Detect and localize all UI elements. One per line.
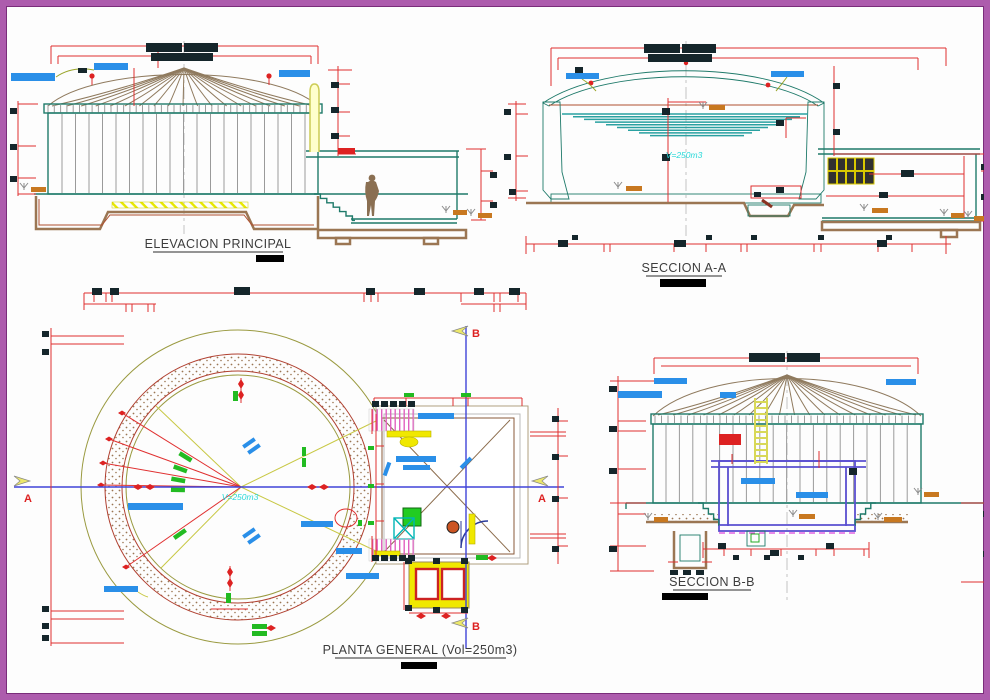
person-figure [365, 180, 379, 216]
door-leaf [468, 513, 476, 545]
arrow-markers [133, 379, 497, 631]
section-aa-title: SECCION A-A [642, 261, 727, 275]
vent-grid [827, 157, 875, 185]
steps-right [854, 502, 876, 526]
section-marker-b-bottom: B [472, 621, 480, 633]
footing [334, 236, 352, 246]
annotation-label-bars [11, 63, 984, 636]
ring-beam-ticks [47, 105, 314, 113]
left-wall-section [542, 101, 570, 200]
scale-bar [662, 593, 708, 600]
steps-left [698, 502, 720, 526]
footing [422, 236, 440, 246]
sump-pit [672, 531, 708, 570]
person-head [368, 174, 376, 182]
drain-outlet [750, 533, 760, 543]
section-bb-title: SECCION B-B [669, 575, 755, 589]
planta-general-view [13, 325, 564, 648]
section-marker-a-left: A [24, 493, 32, 505]
manhole-cover [399, 436, 419, 448]
vent-pipe [309, 83, 320, 152]
seccion-aa-view [526, 41, 982, 239]
room-subgrade [820, 220, 982, 232]
plant-symbols [19, 101, 973, 520]
section-marker-a-right: A [538, 493, 546, 505]
elevation-title: ELEVACION PRINCIPAL [145, 237, 292, 251]
water-surface [562, 113, 808, 137]
room-foundation-strip [316, 228, 468, 240]
right-wall-section [798, 101, 825, 200]
tank-drawing-canvas: ELEVACION PRINCIPAL SECCION A-A SECCION … [10, 41, 984, 669]
sump-grate [402, 507, 422, 527]
radius-dimension-fan [97, 410, 242, 570]
pipe-circle [334, 508, 358, 528]
valve-box [408, 561, 470, 609]
dome-vent-icon [89, 73, 95, 79]
ring-beam-ticks [654, 415, 916, 423]
plan-title: PLANTA GENERAL (Vol=250m3) [323, 643, 518, 657]
pump-symbol [446, 520, 460, 534]
elevation-principal-view [34, 41, 468, 246]
leader-line [55, 68, 95, 78]
stairs [314, 193, 355, 222]
dome-shell-section [542, 70, 825, 107]
footing [939, 228, 959, 239]
scale-bar [401, 662, 437, 669]
dome-vent-icon [266, 73, 272, 79]
landing-strip [386, 430, 432, 438]
dimension-text-blocks [10, 43, 984, 641]
drain-pipe [761, 198, 773, 209]
setout-lines [155, 405, 379, 569]
ladder [754, 398, 768, 464]
tank-wall-ribs [61, 114, 306, 193]
foundation-inner-line [38, 199, 314, 226]
dome-vent-icon [765, 82, 771, 88]
dome-outline [47, 74, 319, 107]
scale-bar [660, 279, 706, 287]
volume-label-aa: V=250m3 [666, 150, 703, 160]
small-pit [746, 530, 766, 547]
section-marker-b-top: B [472, 328, 480, 340]
tank-wall-ribs [665, 425, 908, 502]
dome-ribs [51, 67, 315, 107]
detail-callout-box [719, 434, 741, 445]
volume-label-plan: V=250m3 [222, 492, 259, 502]
yellow-bedding-strip [111, 201, 249, 209]
seccion-bb-view [625, 351, 984, 604]
dome-outline [652, 378, 922, 417]
scale-bar [256, 255, 284, 262]
section-arrow-icon [13, 325, 549, 629]
foundation [34, 196, 320, 231]
detail-callout-box [750, 185, 802, 199]
